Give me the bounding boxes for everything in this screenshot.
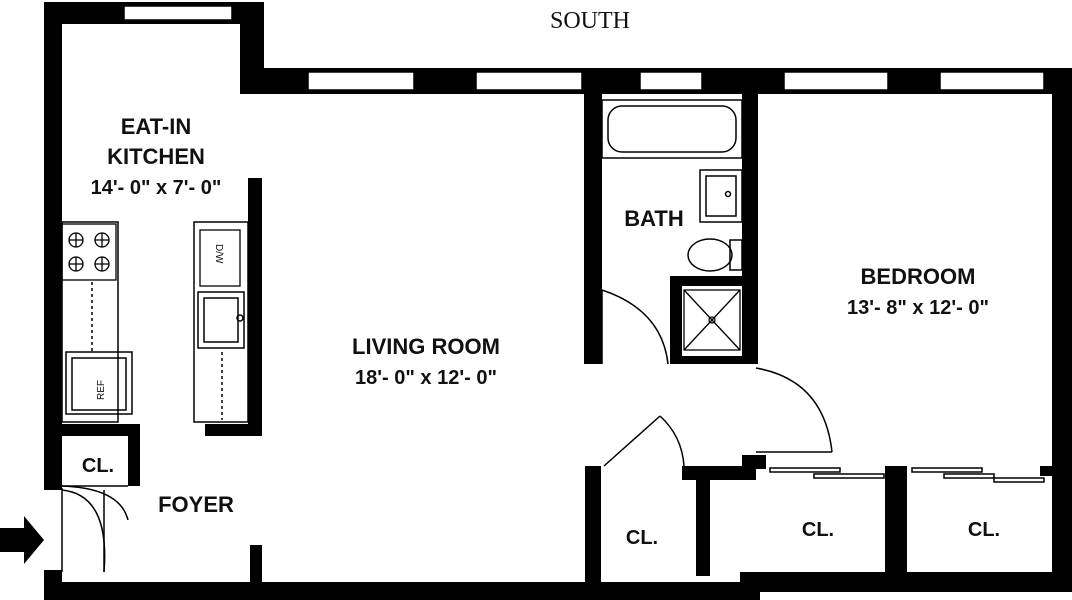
refrigerator-icon <box>65 351 133 415</box>
bedroom-closet-1-label: CL. <box>802 519 834 541</box>
kitchen-name-line1: EAT-IN <box>121 114 191 139</box>
kitchen-counter-right <box>193 221 249 423</box>
refrigerator-label: REF <box>96 380 107 400</box>
dishwasher-label: D/W <box>213 244 224 264</box>
compass-south-label: SOUTH <box>550 8 630 34</box>
bath-sink-icon <box>699 169 743 223</box>
foyer-closet-label: CL. <box>82 455 114 477</box>
kitchen-name-line2: KITCHEN <box>107 144 205 169</box>
bedroom-closet-2-label: CL. <box>968 519 1000 541</box>
sliding-doors <box>769 467 1045 483</box>
hall-closet-label: CL. <box>626 527 658 549</box>
bedroom-name: BEDROOM <box>861 264 976 289</box>
living-room-dims: 18'- 0" x 12'- 0" <box>355 367 497 389</box>
bathtub-icon <box>601 99 743 159</box>
walls <box>44 2 1072 600</box>
toilet-icon <box>687 238 743 272</box>
stove-icon <box>61 223 117 281</box>
bedroom-dims: 13'- 8" x 12'- 0" <box>847 297 989 319</box>
entry-arrow-icon <box>0 516 44 564</box>
dishwasher-icon <box>199 229 241 287</box>
kitchen-counter-left <box>61 221 119 423</box>
shower-icon <box>683 289 741 351</box>
foyer-name: FOYER <box>158 492 234 517</box>
doors <box>61 289 833 573</box>
kitchen-dims: 14'- 0" x 7'- 0" <box>91 177 222 199</box>
windows <box>123 5 1045 91</box>
bath-name: BATH <box>624 206 683 231</box>
living-room-name: LIVING ROOM <box>352 334 500 359</box>
kitchen-sink-icon <box>197 291 245 349</box>
